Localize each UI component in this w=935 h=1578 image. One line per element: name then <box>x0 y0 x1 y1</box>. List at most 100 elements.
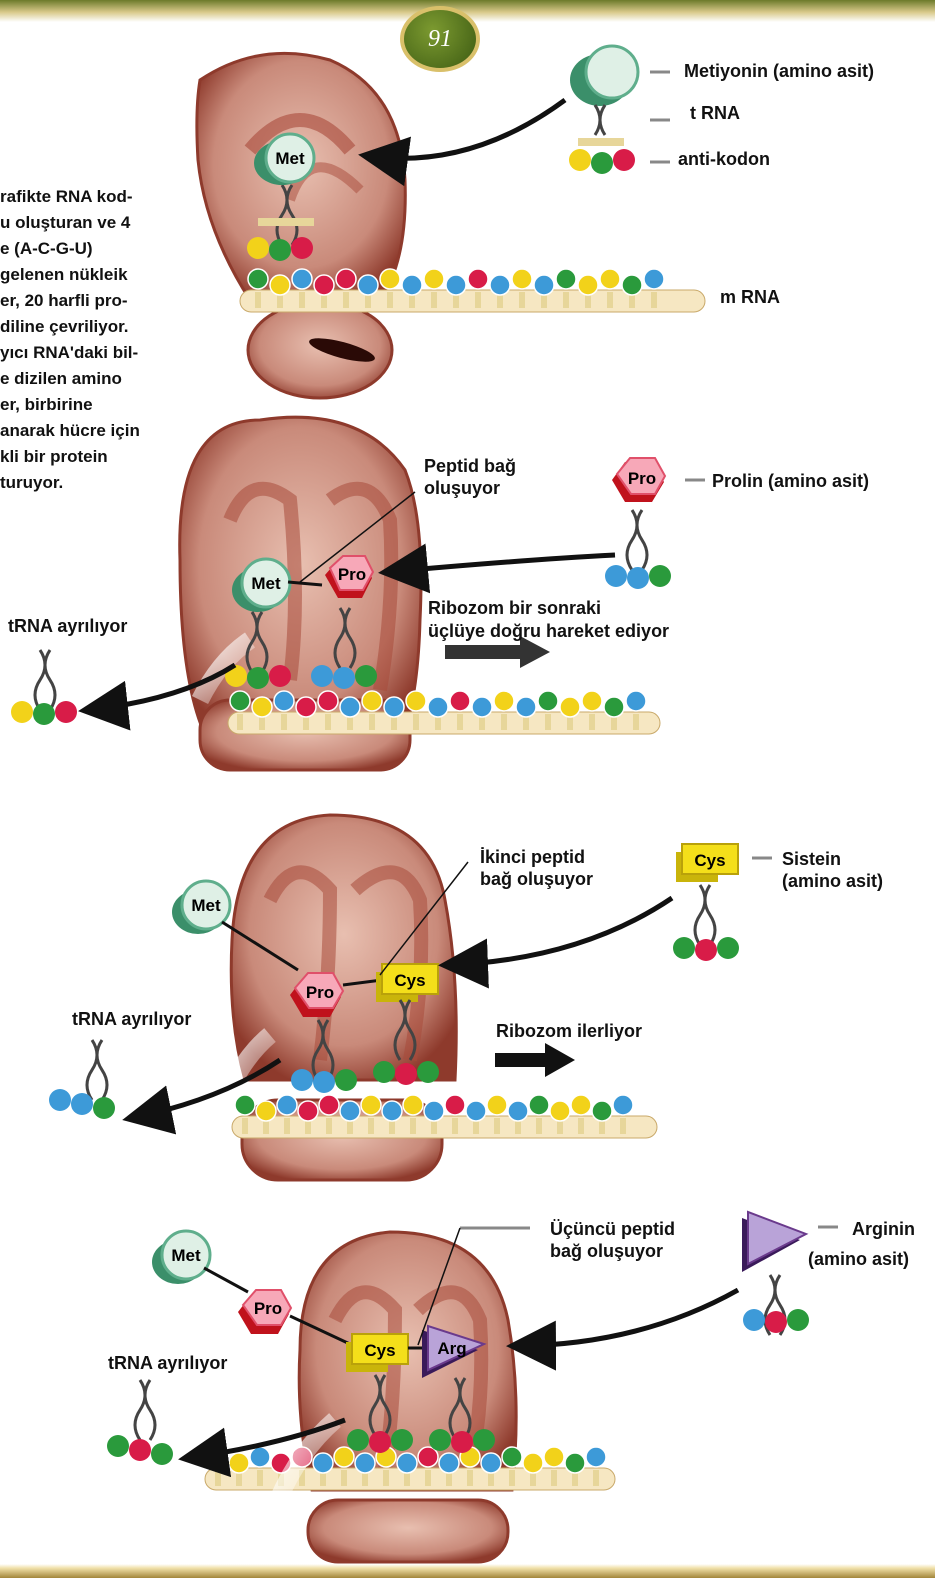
nucleotide-stem <box>633 714 639 730</box>
nucleotide <box>380 269 400 289</box>
met-label: Met <box>171 1246 201 1265</box>
leaving-trna-2 <box>11 650 77 725</box>
nucleotide <box>362 691 382 711</box>
nucleotide-stem <box>651 292 657 308</box>
nucleotide-stem <box>494 1118 500 1134</box>
nucleotide <box>556 269 576 289</box>
nucleotide <box>523 1453 543 1473</box>
nucleotide <box>494 691 514 711</box>
nucleotide <box>230 691 250 711</box>
nucleotide <box>439 1453 459 1473</box>
peptide-label-2b: bağ oluşuyor <box>480 868 593 890</box>
nucleotide <box>428 697 448 717</box>
nucleotide <box>319 1095 339 1115</box>
nucleotide <box>361 1095 381 1115</box>
peptide-label-1a: Peptid bağ <box>424 455 516 477</box>
nucleotide-stem <box>578 1118 584 1134</box>
nucleotide <box>382 1101 402 1121</box>
nucleotide <box>270 275 290 295</box>
nucleotide-stem <box>452 1118 458 1134</box>
nucleotide <box>466 1101 486 1121</box>
nucleotide <box>397 1453 417 1473</box>
nucleotide-stem <box>425 1470 431 1486</box>
nucleotide <box>604 697 624 717</box>
pro-label: Pro <box>628 469 656 488</box>
nucleotide <box>502 1447 522 1467</box>
arrow-cys-in <box>448 898 672 965</box>
leaving-trna-4 <box>107 1380 173 1465</box>
peptide-label-2a: İkinci peptid <box>480 846 585 868</box>
nucleotide-stem <box>501 714 507 730</box>
nucleotide <box>313 1453 333 1473</box>
peptide-label-1b: oluşuyor <box>424 477 500 499</box>
nucleotide-stem <box>257 1470 263 1486</box>
nucleotide <box>340 697 360 717</box>
nucleotide <box>586 1447 606 1467</box>
pro-label: Pro <box>306 983 334 1002</box>
nucleotide <box>481 1453 501 1473</box>
nucleotide-stem <box>413 714 419 730</box>
trna-leaving-label-3: tRNA ayrılıyor <box>72 1008 191 1030</box>
pro-label: Pro <box>254 1299 282 1318</box>
nucleotide <box>424 1101 444 1121</box>
met-label: Met <box>251 574 281 593</box>
nucleotide-stem <box>325 714 331 730</box>
nucleotide <box>529 1095 549 1115</box>
met-residue-4: Met <box>152 1231 210 1284</box>
cys-label: Cys <box>394 971 425 990</box>
nucleotide-stem <box>475 292 481 308</box>
ribosome-move-line2: üçlüye doğru hareket ediyor <box>428 620 669 642</box>
nucleotide <box>600 269 620 289</box>
nucleotide <box>565 1453 585 1473</box>
nucleotide <box>229 1453 249 1473</box>
nucleotide <box>472 697 492 717</box>
arginin-label-1: Arginin <box>852 1218 915 1240</box>
nucleotide-stem <box>467 1470 473 1486</box>
ribosome-move-line1: Ribozom bir sonraki <box>428 597 601 619</box>
nucleotide <box>626 691 646 711</box>
met-label: Met <box>191 896 221 915</box>
nucleotide <box>318 691 338 711</box>
nucleotide-stem <box>509 1470 515 1486</box>
nucleotide <box>582 691 602 711</box>
arg-label: Arg <box>437 1339 466 1358</box>
nucleotide-stem <box>242 1118 248 1134</box>
nucleotide-stem <box>545 714 551 730</box>
nucleotide <box>508 1101 528 1121</box>
nucleotide-stem <box>431 292 437 308</box>
nucleotide <box>534 275 554 295</box>
nucleotide <box>314 275 334 295</box>
peptide-label-3b: bağ oluşuyor <box>550 1240 663 1262</box>
mrna-strand-3 <box>232 1116 657 1138</box>
nucleotide <box>406 691 426 711</box>
metiyonin-label: Metiyonin (amino asit) <box>684 60 874 82</box>
nucleotide <box>336 269 356 289</box>
nucleotide-stem <box>457 714 463 730</box>
nucleotide-stem <box>215 1470 221 1486</box>
nucleotide <box>516 697 536 717</box>
nucleotide <box>403 1095 423 1115</box>
ribosome-4 <box>299 1232 516 1562</box>
nucleotide-stem <box>410 1118 416 1134</box>
nucleotide <box>571 1095 591 1115</box>
nucleotide <box>468 269 488 289</box>
cys-label: Cys <box>694 851 725 870</box>
met-label: Met <box>275 149 305 168</box>
free-trna-arg <box>742 1212 809 1335</box>
sistein-label-2: (amino asit) <box>782 870 883 892</box>
nucleotide <box>550 1101 570 1121</box>
nucleotide <box>644 269 664 289</box>
mrna-label: m RNA <box>720 286 780 308</box>
prolin-label: Prolin (amino asit) <box>712 470 869 492</box>
nucleotide <box>544 1447 564 1467</box>
nucleotide <box>418 1447 438 1467</box>
free-trna-met <box>569 46 638 174</box>
nucleotide <box>592 1101 612 1121</box>
anticodon-label: anti-kodon <box>678 148 770 170</box>
arrow-arg-in <box>516 1290 738 1346</box>
nucleotide <box>402 275 422 295</box>
peptide-label-3a: Üçüncü peptid <box>550 1218 675 1240</box>
nucleotide <box>235 1095 255 1115</box>
nucleotide-stem <box>341 1470 347 1486</box>
nucleotide-stem <box>237 714 243 730</box>
